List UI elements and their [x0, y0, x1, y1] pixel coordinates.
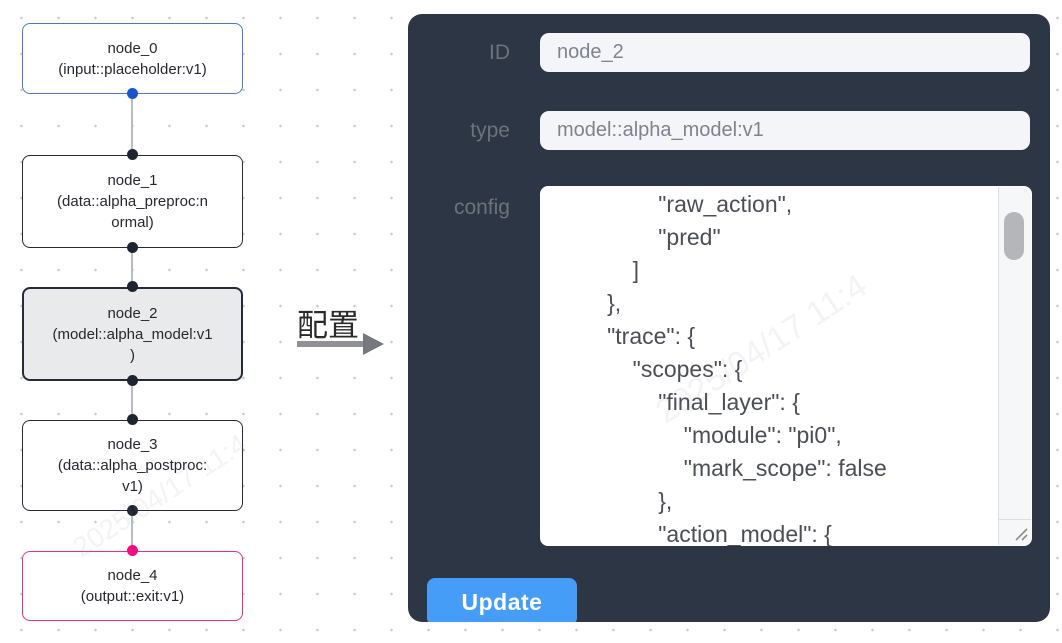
handle-node_2-top[interactable]	[127, 281, 138, 292]
flow-node-node_0[interactable]: node_0 (input::placeholder:v1)	[22, 23, 243, 94]
edge-node0-node1	[131, 94, 133, 155]
edge-node2-node3	[131, 381, 133, 420]
id-field-label: ID	[489, 41, 510, 64]
handle-node_1-bottom[interactable]	[127, 242, 138, 253]
handle-node_3-top[interactable]	[127, 414, 138, 425]
id-input[interactable]	[540, 33, 1030, 72]
flow-node-node_3[interactable]: node_3 (data::alpha_postproc: v1)	[22, 420, 243, 511]
node-config-panel: ID type config "raw_action", "pred" ] },…	[408, 14, 1050, 622]
handle-node_3-bottom[interactable]	[127, 505, 138, 516]
flow-node-node_2-selected[interactable]: node_2 (model::alpha_model:v1 )	[22, 287, 243, 381]
right-arrow-head-icon	[363, 333, 384, 355]
edge-node1-node2	[131, 248, 133, 287]
scrollbar-divider	[999, 519, 1031, 520]
type-field-label: type	[470, 119, 510, 142]
flow-node-node_4[interactable]: node_4 (output::exit:v1)	[22, 551, 243, 621]
handle-node_0-bottom[interactable]	[127, 88, 138, 99]
edge-node3-node4	[131, 511, 133, 551]
handle-node_4-top[interactable]	[127, 545, 138, 556]
flow-node-node_1[interactable]: node_1 (data::alpha_preproc:n ormal)	[22, 155, 243, 248]
handle-node_1-top[interactable]	[127, 149, 138, 160]
config-json-text[interactable]: "raw_action", "pred" ] }, "trace": { "sc…	[607, 191, 887, 546]
config-scrollbar-track[interactable]	[998, 187, 1031, 545]
right-arrow-icon	[297, 341, 363, 347]
resize-handle-icon[interactable]	[1013, 526, 1028, 541]
config-field-label: config	[453, 196, 510, 219]
config-editor[interactable]: "raw_action", "pred" ] }, "trace": { "sc…	[540, 186, 1032, 546]
handle-node_2-bottom[interactable]	[127, 375, 138, 386]
config-scrollbar-thumb[interactable]	[1004, 212, 1024, 260]
update-button[interactable]: Update	[427, 578, 577, 622]
type-input[interactable]	[540, 111, 1030, 150]
configure-label: 配置	[297, 308, 359, 343]
